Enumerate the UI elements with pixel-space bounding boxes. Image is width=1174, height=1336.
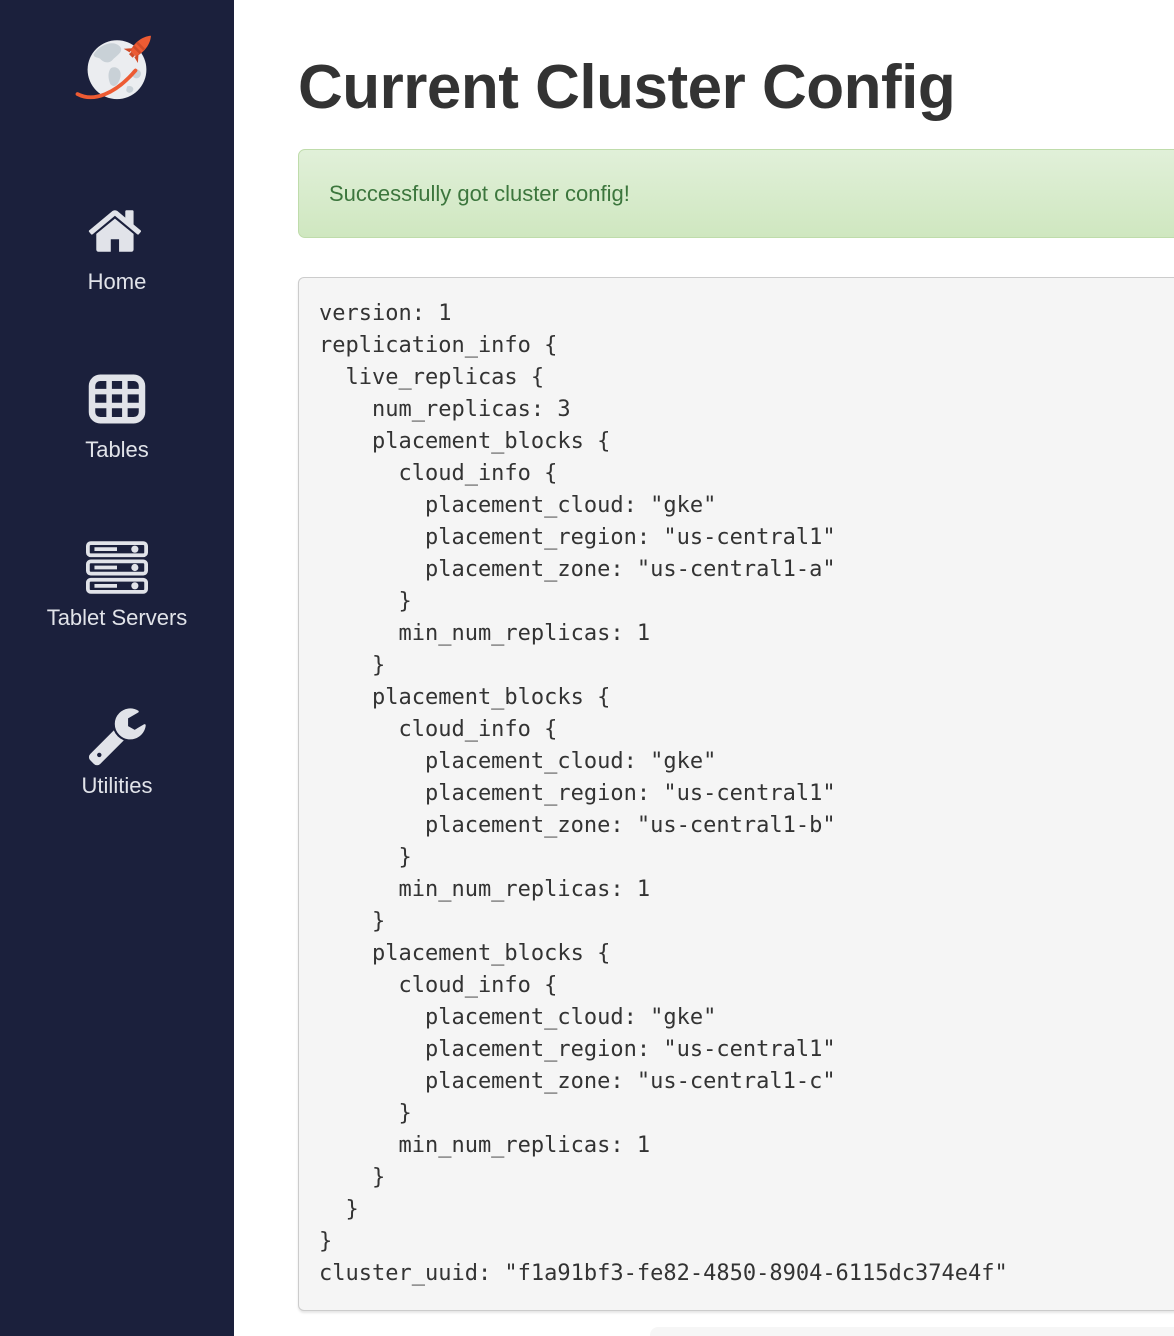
server-icon — [86, 538, 148, 596]
home-icon — [86, 202, 148, 260]
main-content: Current Cluster Config Successfully got … — [234, 0, 1174, 1336]
sidebar-item-home[interactable]: Home — [0, 202, 234, 295]
page-title: Current Cluster Config — [298, 53, 956, 122]
success-alert: Successfully got cluster config! — [298, 149, 1174, 238]
alert-message: Successfully got cluster config! — [329, 181, 630, 206]
sidebar-item-label: Tables — [85, 437, 149, 462]
sidebar-item-tablet-servers[interactable]: Tablet Servers — [0, 538, 234, 631]
sidebar-item-utilities[interactable]: Utilities — [0, 706, 234, 799]
app-logo[interactable] — [71, 26, 163, 110]
sidebar-item-label: Utilities — [81, 773, 153, 798]
next-section-peek — [650, 1327, 1174, 1336]
cluster-config-output: version: 1 replication_info { live_repli… — [298, 277, 1174, 1311]
sidebar-item-label: Tablet Servers — [46, 605, 188, 630]
globe-rocket-logo-icon — [75, 35, 151, 100]
sidebar: Home Tables — [0, 0, 234, 1336]
sidebar-nav: Home Tables — [0, 202, 234, 874]
wrench-icon — [86, 706, 148, 766]
sidebar-item-label: Home — [87, 269, 147, 294]
sidebar-item-tables[interactable]: Tables — [0, 370, 234, 463]
table-icon — [88, 370, 146, 428]
